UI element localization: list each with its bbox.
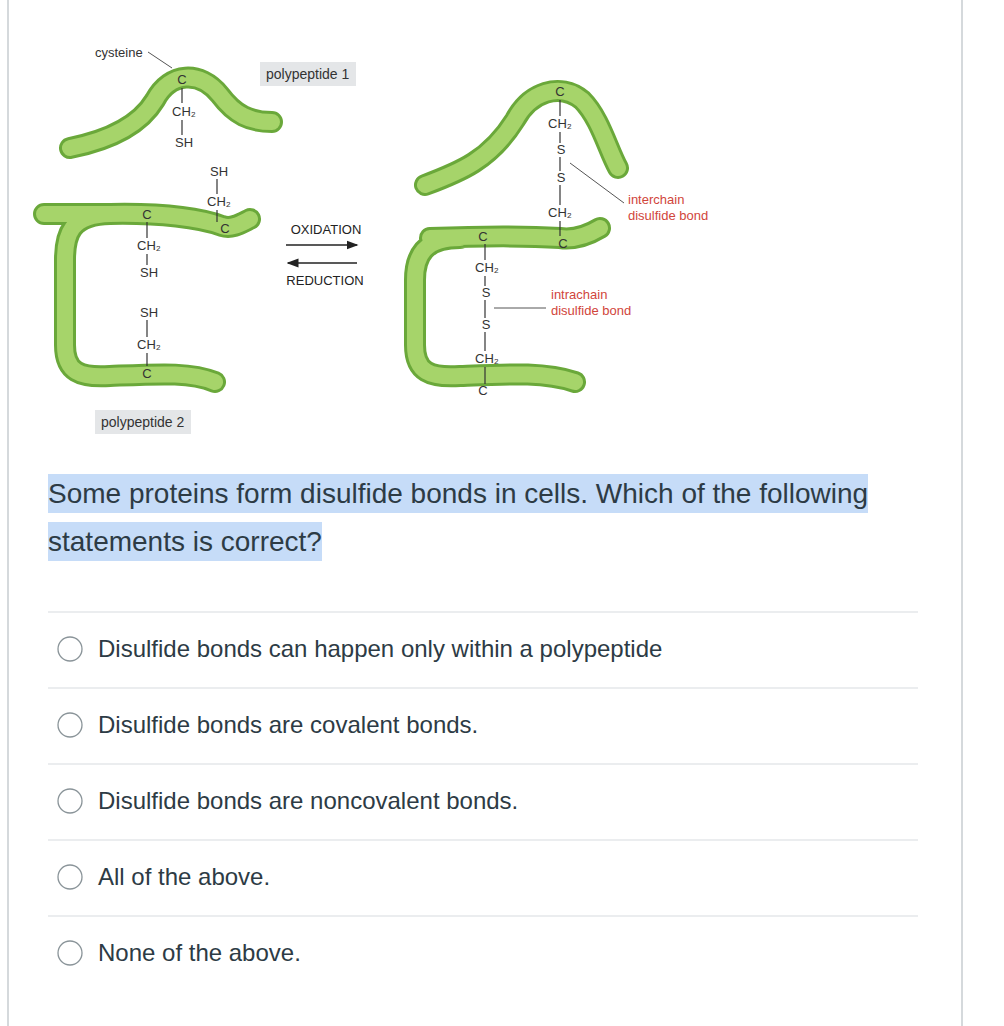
radio-buttons <box>58 637 82 965</box>
group: CH₂ <box>475 352 499 366</box>
atom: C <box>177 73 186 87</box>
group: CH₂ <box>137 338 161 352</box>
group: CH₂ <box>207 195 231 209</box>
group: SH <box>210 165 228 179</box>
callout-label: intrachain disulfide bond <box>551 287 635 319</box>
group: CH₂ <box>548 206 572 220</box>
atom: C <box>558 237 567 251</box>
atom: S <box>557 143 566 157</box>
frame-line <box>961 0 963 1026</box>
callout-label: interchain disulfide bond <box>628 192 712 224</box>
answer-option: All of the above. <box>98 862 270 892</box>
arrow-label: OXIDATION <box>291 222 362 237</box>
frame-line <box>7 0 9 1026</box>
group: CH₂ <box>137 239 161 253</box>
group: CH₂ <box>475 261 499 275</box>
answer-option: None of the above. <box>98 938 301 968</box>
answer-option: Disulfide bonds are noncovalent bonds. <box>98 786 518 816</box>
leader-lines <box>148 52 624 308</box>
group: SH <box>175 136 193 150</box>
atom: C <box>555 85 564 99</box>
question-band: Some proteins form disulfide bonds in ce… <box>48 470 920 566</box>
atom: C <box>478 230 487 244</box>
bond-lines <box>147 88 560 384</box>
atom: S <box>482 318 491 332</box>
answer-option: Disulfide bonds can happen only within a… <box>98 634 662 664</box>
group: CH₂ <box>548 117 572 131</box>
tag-text: polypeptide 2 <box>95 410 191 434</box>
group: SH <box>140 266 158 280</box>
polypeptide-chains <box>44 78 618 382</box>
reduction-arrow <box>288 262 357 264</box>
atom: S <box>557 171 566 185</box>
atom: C <box>478 384 487 398</box>
part-label: cysteine <box>95 45 143 60</box>
answer-option: Disulfide bonds are covalent bonds. <box>98 710 478 740</box>
arrow-label: REDUCTION <box>286 273 363 288</box>
atom: C <box>142 208 151 222</box>
question-text: Some proteins form disulfide bonds in ce… <box>48 474 868 561</box>
atom: C <box>220 222 229 236</box>
oxidation-arrow <box>286 244 357 246</box>
atom: C <box>142 367 151 381</box>
polypeptide-tag: polypeptide 2 <box>95 410 191 434</box>
polypeptide-tag: polypeptide 1 <box>260 62 356 86</box>
group: CH₂ <box>172 105 196 119</box>
group: SH <box>140 306 158 320</box>
atom: S <box>482 286 491 300</box>
option-separators <box>48 612 918 916</box>
tag-text: polypeptide 1 <box>260 62 356 86</box>
